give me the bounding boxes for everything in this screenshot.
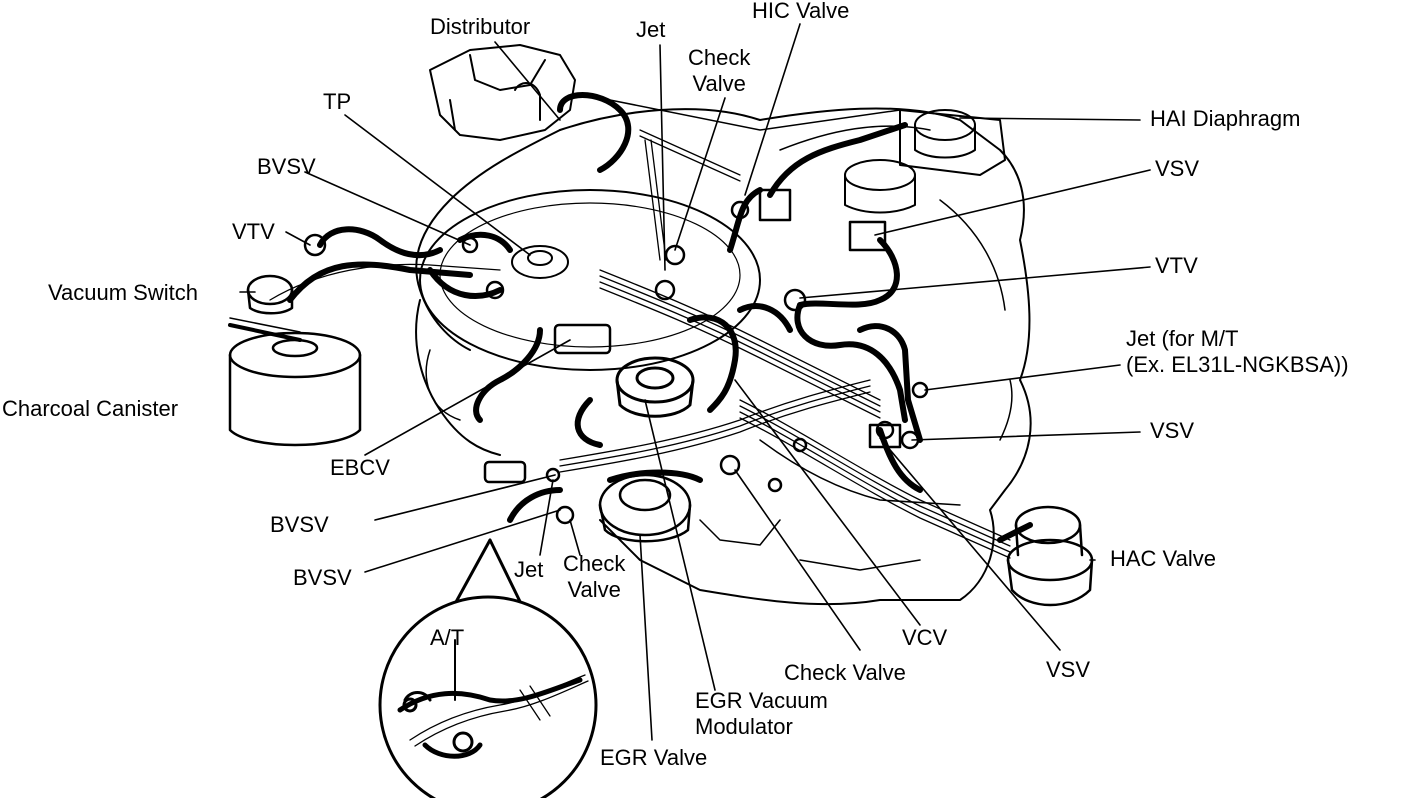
label-charcoal-canister: Charcoal Canister	[2, 396, 179, 421]
label-vcv: VCV	[902, 625, 948, 650]
label-jet-bottom: Jet	[514, 557, 544, 582]
label-vsv-upper: VSV	[1155, 156, 1200, 181]
label-at: A/T	[430, 625, 465, 650]
leader-lines	[239, 23, 1151, 741]
vacuum-switch-drawing	[246, 274, 294, 315]
label-distributor: Distributor	[430, 14, 531, 39]
label-bvsv-mid: BVSV	[270, 512, 329, 537]
label-check-valve-top: Check Valve	[688, 45, 750, 97]
label-egr-vacuum-modulator-line1: EGR Vacuum	[695, 688, 828, 713]
label-check-valve-bottom-line2: Valve	[567, 577, 621, 602]
hai-diaphragm-drawing	[844, 109, 1006, 214]
label-vtv-left: VTV	[232, 219, 275, 244]
egr-modulator-drawing	[615, 356, 695, 418]
label-check-valve-bottom: Check Valve	[563, 551, 625, 603]
label-hac-valve: HAC Valve	[1110, 546, 1216, 571]
label-egr-valve: EGR Valve	[600, 745, 708, 770]
label-vtv-right: VTV	[1155, 253, 1198, 278]
small-components	[303, 200, 929, 525]
air-cleaner-drawing	[419, 189, 761, 371]
vacuum-hoses	[287, 92, 1033, 543]
label-vsv-middle: VSV	[1150, 418, 1195, 443]
label-egr-vacuum-modulator-line2: Modulator	[695, 714, 793, 739]
label-check-valve-lower: Check Valve	[784, 660, 906, 685]
label-hic-valve: HIC Valve	[752, 0, 850, 23]
label-bvsv-low: BVSV	[293, 565, 352, 590]
charcoal-canister-drawing	[228, 317, 362, 447]
engine-outline	[415, 99, 1032, 606]
ebcv-drawing	[553, 323, 612, 355]
label-vsv-lower: VSV	[1046, 657, 1091, 682]
label-vacuum-switch: Vacuum Switch	[48, 280, 198, 305]
label-egr-vacuum-modulator: EGR Vacuum Modulator	[695, 688, 828, 740]
label-jet-top: Jet	[636, 17, 666, 42]
label-jet-mt: Jet (for M/T (Ex. EL31L-NGKBSA))	[1126, 326, 1349, 378]
label-check-valve-bottom-line1: Check	[563, 551, 626, 576]
label-tp: TP	[323, 89, 352, 114]
hose-bundle	[269, 129, 1011, 559]
hac-valve-drawing	[1006, 505, 1094, 607]
distributor-drawing	[429, 44, 576, 141]
label-jet-mt-line1: Jet (for M/T	[1126, 326, 1239, 351]
label-check-valve-top-line2: Valve	[692, 71, 746, 96]
at-inset	[378, 538, 598, 803]
label-bvsv-top: BVSV	[257, 154, 316, 179]
label-jet-mt-line2: (Ex. EL31L-NGKBSA))	[1126, 352, 1349, 377]
label-check-valve-top-line1: Check	[688, 45, 751, 70]
label-ebcv: EBCV	[330, 455, 390, 480]
label-hai-diaphragm: HAI Diaphragm	[1150, 106, 1301, 131]
